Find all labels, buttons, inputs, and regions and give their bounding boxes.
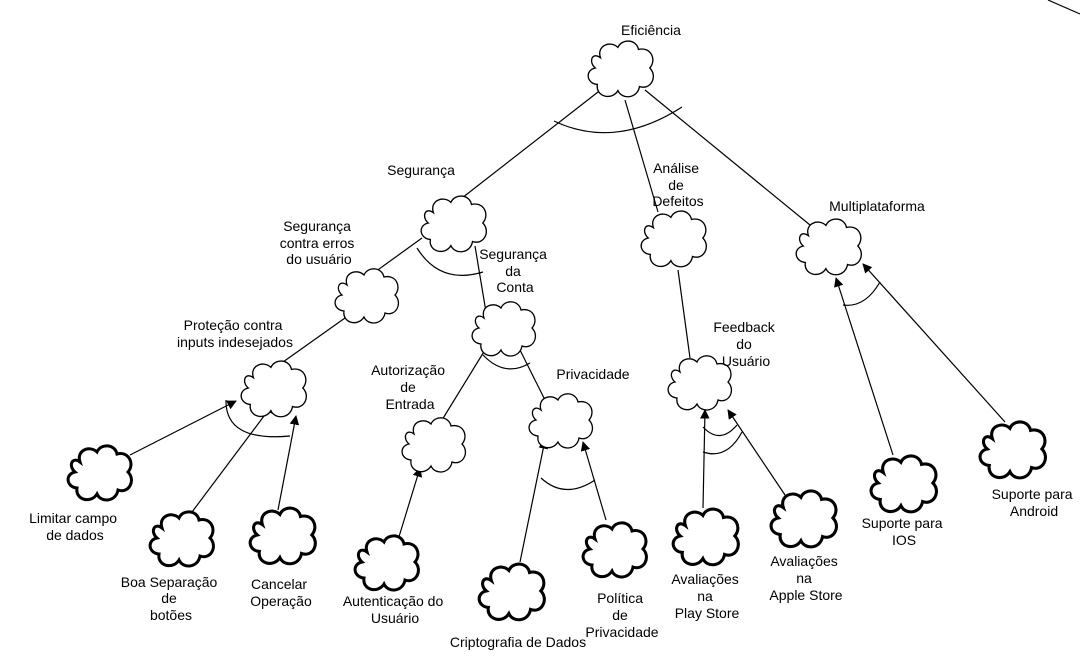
label-seguranca: Segurança bbox=[387, 162, 455, 178]
label-feedback: Feedback do Usuário bbox=[713, 319, 778, 369]
cloud-cancelar bbox=[248, 506, 317, 566]
cloud-play-store bbox=[671, 507, 740, 567]
cloud-multiplataforma bbox=[795, 218, 863, 276]
label-autenticacao: Autenticação do Usuário bbox=[343, 593, 447, 626]
label-limitar: Limitar campo de dados bbox=[29, 510, 121, 543]
edge-erros-protecao bbox=[282, 317, 346, 363]
label-multiplataforma: Multiplataforma bbox=[829, 198, 925, 214]
edge-limitar-protecao bbox=[129, 400, 237, 456]
edge-cancelar-protecao bbox=[277, 415, 300, 511]
label-android: Suporte para Android bbox=[992, 486, 1077, 519]
and-arc-feedback-inner bbox=[702, 424, 738, 437]
and-arc-privacidade bbox=[540, 477, 596, 491]
label-privacidade: Privacidade bbox=[556, 366, 629, 382]
cloud-limitar bbox=[66, 444, 133, 502]
cloud-apple-store bbox=[769, 489, 839, 549]
edge-android-multiplataforma bbox=[862, 263, 1006, 423]
edge-seguranca-conta bbox=[474, 245, 487, 313]
edge-seguranca-erros bbox=[374, 237, 423, 273]
cloud-analise bbox=[640, 210, 708, 268]
label-apple-store: Avaliações na Apple Store bbox=[769, 553, 842, 603]
cloud-protecao bbox=[240, 360, 308, 418]
edge-autenticacao-autorizacao bbox=[397, 467, 423, 541]
cloud-autenticacao bbox=[353, 534, 420, 592]
cloud-politica bbox=[581, 521, 648, 579]
label-play-store: Avaliações na Play Store bbox=[671, 571, 742, 621]
edge-conta-privacidade bbox=[519, 349, 546, 401]
cloud-android bbox=[978, 420, 1048, 480]
and-arc-feedback-outer bbox=[702, 431, 743, 455]
label-protecao: Proteção contra inputs indesejados bbox=[177, 317, 293, 350]
edge-ios-multiplataforma bbox=[834, 277, 894, 456]
label-politica: Política de Privacidade bbox=[585, 590, 658, 640]
label-autorizacao: Autorização de Entrada bbox=[371, 362, 449, 412]
cloud-ios bbox=[869, 454, 939, 514]
cloud-seguranca-conta bbox=[471, 301, 537, 357]
label-erros-usuario: Segurança contra erros do usuário bbox=[280, 218, 359, 267]
edge-apple-feedback bbox=[727, 409, 786, 496]
cloud-eficiencia bbox=[587, 40, 655, 98]
label-analise-defeitos: Análise de Defeitos bbox=[652, 160, 703, 209]
label-boa-separacao: Boa Separação de botões bbox=[121, 574, 221, 623]
and-arc-conta bbox=[482, 354, 531, 370]
stray-line bbox=[1047, 0, 1080, 15]
edge-play-feedback bbox=[700, 409, 710, 509]
label-criptografia: Criptografia de Dados bbox=[450, 634, 586, 650]
and-arc-protecao bbox=[225, 399, 291, 438]
label-eficiencia: Eficiência bbox=[621, 22, 681, 38]
cloud-criptografia bbox=[477, 562, 546, 622]
cloud-privacidade bbox=[528, 393, 594, 449]
edge-separacao-protecao bbox=[191, 403, 274, 513]
label-cancelar: Cancelar Operação bbox=[250, 576, 312, 609]
label-seguranca-conta: Segurança da Conta bbox=[479, 246, 551, 295]
edge-conta-autorizacao bbox=[441, 349, 486, 421]
cloud-autorizacao bbox=[401, 417, 467, 473]
and-arc-multiplataforma bbox=[842, 281, 881, 306]
label-ios: Suporte para IOS bbox=[862, 515, 947, 548]
edge-analise-feedback bbox=[677, 269, 691, 359]
cloud-boa-separacao bbox=[148, 510, 215, 568]
and-arc-seguranca bbox=[416, 247, 484, 276]
cloud-seguranca bbox=[420, 195, 488, 253]
and-arc-eficiencia bbox=[553, 106, 683, 134]
cloud-erros-usuario bbox=[334, 268, 400, 324]
edge-eficiencia-seguranca bbox=[461, 91, 599, 199]
edge-eficiencia-analise bbox=[624, 99, 659, 213]
edge-criptografia-privacidade bbox=[519, 439, 548, 563]
